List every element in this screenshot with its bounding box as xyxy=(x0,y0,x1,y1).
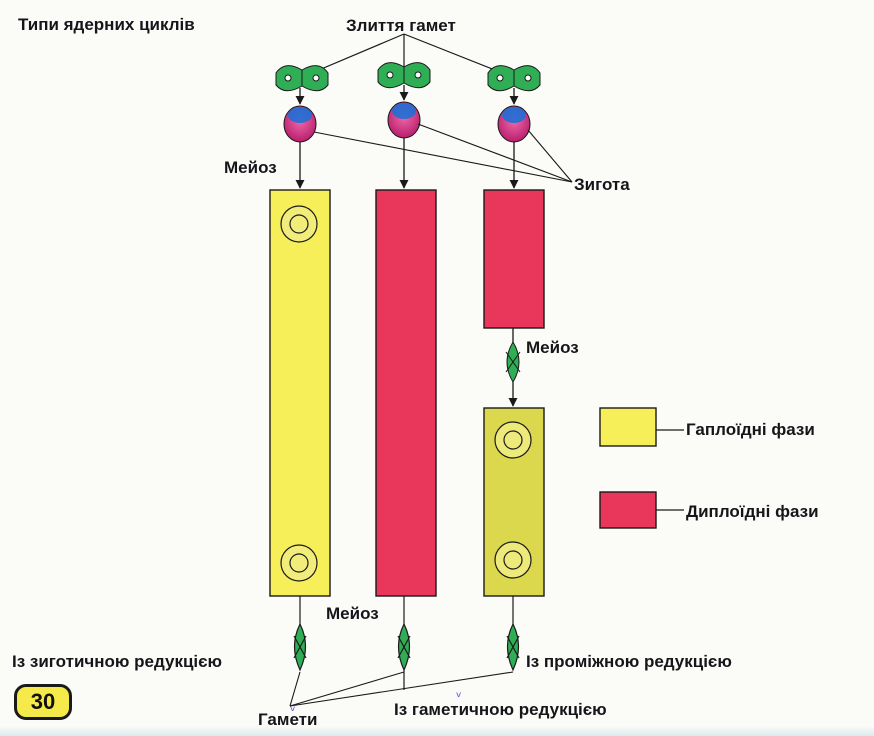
gamete-fusion-label: Злиття гамет xyxy=(346,16,456,35)
legend-haploid-label: Гаплоїдні фази xyxy=(686,420,815,439)
gamete-spindle-col1 xyxy=(293,622,307,672)
column-gametic xyxy=(375,189,437,597)
page-bottom-edge xyxy=(0,726,874,736)
meiosis-label-col3: Мейоз xyxy=(526,338,579,357)
haploid-nucleus-bottom xyxy=(280,544,318,582)
gamete-pair-zygotic xyxy=(275,65,329,92)
zygote-intermediate xyxy=(497,88,531,143)
legend-diploid-label: Диплоїдні фази xyxy=(686,502,819,521)
haploid-nucleus-bottom-col3 xyxy=(494,541,532,579)
pen-mark-1: ᵥ xyxy=(290,699,296,715)
legend-diploid-swatch xyxy=(599,491,684,529)
gametes-label: Гамети xyxy=(258,710,318,729)
meiosis-label-col1: Мейоз xyxy=(224,158,277,177)
bottom-gametes xyxy=(293,596,520,690)
legend-haploid-swatch xyxy=(599,407,684,447)
pen-mark-2: ᵥ xyxy=(456,685,462,701)
meiosis-label-col2: Мейоз xyxy=(326,604,379,623)
meiosis-spindle-middle xyxy=(505,341,521,383)
gamete-spindle-col2 xyxy=(397,622,411,672)
zygote-zygotic xyxy=(283,88,317,143)
zygote-pointer-lines xyxy=(313,123,573,183)
gametic-reduction-label: Із гаметичною редукцією xyxy=(394,700,607,719)
diagram-title: Типи ядерних циклів xyxy=(18,15,195,34)
zygote-label: Зигота xyxy=(574,175,630,194)
page-number-badge: 30 xyxy=(14,684,72,720)
zygote-to-bar-arrows xyxy=(295,138,519,189)
haploid-nucleus-top-col3 xyxy=(494,421,532,459)
gamete-pair-gametic xyxy=(377,62,431,89)
column-intermediate xyxy=(483,189,545,597)
gametes-pointer-lines xyxy=(289,671,514,707)
haploid-nucleus-top xyxy=(280,205,318,243)
gamete-pair-intermediate xyxy=(487,65,541,92)
gamete-spindle-col3 xyxy=(506,622,520,672)
zygote-gametic xyxy=(387,85,421,139)
intermediate-reduction-label: Із проміжною редукцією xyxy=(526,652,732,671)
column-zygotic xyxy=(269,189,331,597)
zygotic-reduction-label: Із зиготичною редукцією xyxy=(12,652,223,671)
